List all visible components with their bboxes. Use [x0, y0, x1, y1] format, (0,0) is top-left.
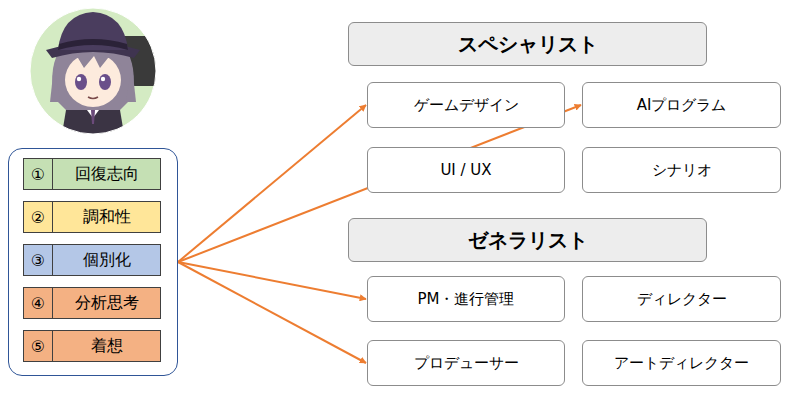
role-box: プロデューサー: [367, 340, 565, 386]
role-box: シナリオ: [582, 147, 781, 193]
role-label: PM・進行管理: [418, 290, 515, 309]
strength-panel: ① 回復志向 ② 調和性 ③ 個別化 ④ 分析思考 ⑤ 着想: [8, 148, 178, 376]
role-box: UI / UX: [367, 147, 565, 193]
role-label: ゲームデザイン: [414, 96, 519, 115]
rank-number: ⑤: [31, 337, 45, 356]
strength-row: ③ 個別化: [23, 244, 161, 276]
orange-arrow: [178, 262, 366, 299]
strength-cell: 回復志向: [52, 158, 161, 190]
role-label: プロデューサー: [414, 354, 519, 373]
role-box: PM・進行管理: [367, 276, 565, 322]
orange-arrow: [178, 262, 366, 363]
rank-number: ④: [31, 294, 45, 313]
role-label: ディレクター: [637, 290, 727, 309]
role-box: ディレクター: [582, 276, 781, 322]
strength-label: 調和性: [83, 207, 131, 228]
category-header: ゼネラリスト: [348, 218, 707, 262]
role-box: ゲームデザイン: [367, 82, 565, 128]
role-label: シナリオ: [652, 161, 712, 180]
role-label: UI / UX: [440, 161, 491, 179]
header-label: スペシャリスト: [458, 31, 598, 58]
rank-number: ③: [31, 251, 45, 270]
strength-cell: 個別化: [52, 244, 161, 276]
orange-arrow: [178, 105, 366, 262]
rank-number: ②: [31, 208, 45, 227]
strength-label: 回復志向: [75, 164, 139, 185]
header-label: ゼネラリスト: [468, 227, 588, 254]
strength-cell: 着想: [52, 330, 161, 362]
role-label: アートディレクター: [614, 354, 749, 373]
strength-label: 着想: [91, 336, 123, 357]
category-header: スペシャリスト: [348, 22, 707, 66]
strength-label: 分析思考: [75, 293, 139, 314]
strength-row: ④ 分析思考: [23, 287, 161, 319]
strength-row: ① 回復志向: [23, 158, 161, 190]
rank-cell: ⑤: [23, 330, 53, 362]
rank-cell: ①: [23, 158, 53, 190]
rank-cell: ④: [23, 287, 53, 319]
strength-cell: 分析思考: [52, 287, 161, 319]
strength-row: ② 調和性: [23, 201, 161, 233]
role-box: AIプログラム: [582, 82, 781, 128]
rank-number: ①: [31, 165, 45, 184]
role-box: アートディレクター: [582, 340, 781, 386]
strength-cell: 調和性: [52, 201, 161, 233]
strength-row: ⑤ 着想: [23, 330, 161, 362]
avatar-illustration: [28, 6, 158, 136]
role-label: AIプログラム: [637, 96, 727, 115]
rank-cell: ②: [23, 201, 53, 233]
strength-label: 個別化: [83, 250, 131, 271]
rank-cell: ③: [23, 244, 53, 276]
